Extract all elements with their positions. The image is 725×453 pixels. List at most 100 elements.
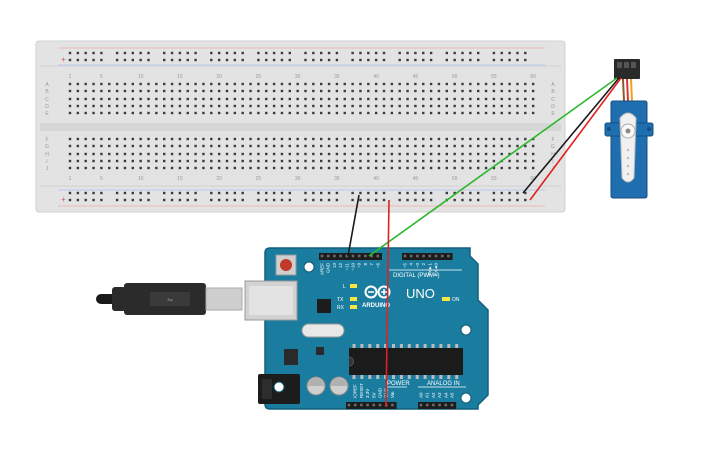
breadboard-hole[interactable] bbox=[437, 137, 441, 141]
rail-hole[interactable] bbox=[131, 51, 134, 55]
breadboard-hole[interactable] bbox=[422, 89, 425, 93]
rail-hole[interactable] bbox=[492, 51, 496, 55]
breadboard-hole[interactable] bbox=[123, 144, 127, 148]
digital-header-pin[interactable] bbox=[333, 254, 336, 258]
breadboard-hole[interactable] bbox=[406, 144, 409, 148]
breadboard-hole[interactable] bbox=[139, 159, 142, 163]
breadboard-hole[interactable] bbox=[398, 104, 401, 108]
digital-header-pin[interactable] bbox=[326, 254, 330, 258]
breadboard-hole[interactable] bbox=[335, 104, 339, 108]
rail-hole[interactable] bbox=[100, 51, 103, 55]
breadboard-hole[interactable] bbox=[163, 89, 166, 93]
breadboard-hole[interactable] bbox=[524, 166, 527, 170]
breadboard-hole[interactable] bbox=[422, 144, 425, 148]
rail-hole[interactable] bbox=[508, 191, 511, 195]
breadboard-hole[interactable] bbox=[76, 166, 80, 170]
rail-hole[interactable] bbox=[382, 51, 386, 55]
breadboard-hole[interactable] bbox=[202, 111, 205, 115]
rail-hole[interactable] bbox=[312, 191, 315, 195]
breadboard-hole[interactable] bbox=[312, 89, 315, 93]
breadboard-hole[interactable] bbox=[241, 152, 244, 156]
breadboard-hole[interactable] bbox=[508, 159, 511, 163]
breadboard-hole[interactable] bbox=[445, 104, 448, 108]
breadboard-hole[interactable] bbox=[233, 82, 237, 86]
breadboard-hole[interactable] bbox=[304, 137, 307, 141]
breadboard-hole[interactable] bbox=[210, 159, 213, 163]
rail-hole[interactable] bbox=[225, 191, 229, 195]
breadboard-hole[interactable] bbox=[437, 97, 441, 101]
breadboard-hole[interactable] bbox=[210, 111, 213, 115]
digital-header-pin[interactable] bbox=[357, 254, 361, 258]
breadboard-hole[interactable] bbox=[225, 111, 229, 115]
rail-hole[interactable] bbox=[445, 51, 448, 55]
breadboard-hole[interactable] bbox=[155, 97, 158, 101]
breadboard-hole[interactable] bbox=[484, 97, 488, 101]
breadboard-hole[interactable] bbox=[461, 159, 464, 163]
breadboard-hole[interactable] bbox=[265, 97, 268, 101]
rail-hole[interactable] bbox=[280, 51, 284, 55]
analog-header-pin[interactable] bbox=[425, 403, 429, 407]
breadboard-hole[interactable] bbox=[335, 97, 339, 101]
breadboard-hole[interactable] bbox=[155, 104, 158, 108]
rail-hole[interactable] bbox=[170, 51, 174, 55]
analog-header-pin[interactable] bbox=[438, 403, 441, 407]
breadboard-hole[interactable] bbox=[398, 159, 401, 163]
breadboard-hole[interactable] bbox=[241, 137, 244, 141]
breadboard-hole[interactable] bbox=[398, 137, 401, 141]
breadboard-hole[interactable] bbox=[382, 97, 386, 101]
breadboard-hole[interactable] bbox=[186, 166, 189, 170]
breadboard-hole[interactable] bbox=[406, 89, 409, 93]
breadboard-hole[interactable] bbox=[414, 82, 417, 86]
breadboard-hole[interactable] bbox=[492, 166, 496, 170]
breadboard-hole[interactable] bbox=[445, 159, 448, 163]
rail-hole[interactable] bbox=[335, 191, 339, 195]
breadboard-hole[interactable] bbox=[115, 111, 119, 115]
breadboard-hole[interactable] bbox=[398, 111, 401, 115]
breadboard-hole[interactable] bbox=[272, 104, 276, 108]
breadboard-hole[interactable] bbox=[335, 159, 339, 163]
rail-hole[interactable] bbox=[280, 191, 284, 195]
rail-hole[interactable] bbox=[257, 51, 260, 55]
rail-hole[interactable] bbox=[414, 191, 417, 195]
breadboard-hole[interactable] bbox=[508, 137, 511, 141]
rail-hole[interactable] bbox=[139, 51, 142, 55]
breadboard-hole[interactable] bbox=[100, 111, 103, 115]
breadboard-hole[interactable] bbox=[320, 144, 323, 148]
breadboard-hole[interactable] bbox=[320, 97, 323, 101]
breadboard-hole[interactable] bbox=[469, 159, 472, 163]
breadboard-hole[interactable] bbox=[477, 111, 480, 115]
breadboard-hole[interactable] bbox=[186, 152, 189, 156]
breadboard-hole[interactable] bbox=[477, 144, 480, 148]
breadboard-hole[interactable] bbox=[469, 104, 472, 108]
breadboard-hole[interactable] bbox=[343, 111, 346, 115]
breadboard-hole[interactable] bbox=[500, 111, 503, 115]
breadboard-hole[interactable] bbox=[84, 166, 87, 170]
breadboard-hole[interactable] bbox=[115, 152, 119, 156]
digital-header-pin[interactable] bbox=[320, 254, 324, 258]
rail-hole[interactable] bbox=[382, 58, 386, 62]
digital-header-pin[interactable] bbox=[403, 254, 407, 258]
rail-hole[interactable] bbox=[320, 198, 323, 202]
rail-hole[interactable] bbox=[422, 191, 425, 195]
breadboard-hole[interactable] bbox=[265, 104, 268, 108]
rail-hole[interactable] bbox=[217, 58, 221, 62]
rail-hole[interactable] bbox=[461, 51, 464, 55]
rail-hole[interactable] bbox=[359, 198, 362, 202]
breadboard-hole[interactable] bbox=[115, 166, 119, 170]
breadboard-hole[interactable] bbox=[123, 82, 127, 86]
breadboard-hole[interactable] bbox=[492, 144, 496, 148]
breadboard-hole[interactable] bbox=[241, 104, 244, 108]
breadboard-hole[interactable] bbox=[280, 111, 284, 115]
breadboard-hole[interactable] bbox=[68, 111, 72, 115]
rail-hole[interactable] bbox=[469, 198, 472, 202]
breadboard-hole[interactable] bbox=[500, 82, 503, 86]
breadboard-hole[interactable] bbox=[484, 137, 488, 141]
rail-hole[interactable] bbox=[163, 198, 166, 202]
rail-hole[interactable] bbox=[288, 198, 291, 202]
breadboard-hole[interactable] bbox=[327, 89, 331, 93]
breadboard-hole[interactable] bbox=[484, 111, 488, 115]
breadboard-hole[interactable] bbox=[429, 137, 433, 141]
breadboard-hole[interactable] bbox=[233, 104, 237, 108]
breadboard-hole[interactable] bbox=[233, 159, 237, 163]
rail-hole[interactable] bbox=[429, 51, 433, 55]
